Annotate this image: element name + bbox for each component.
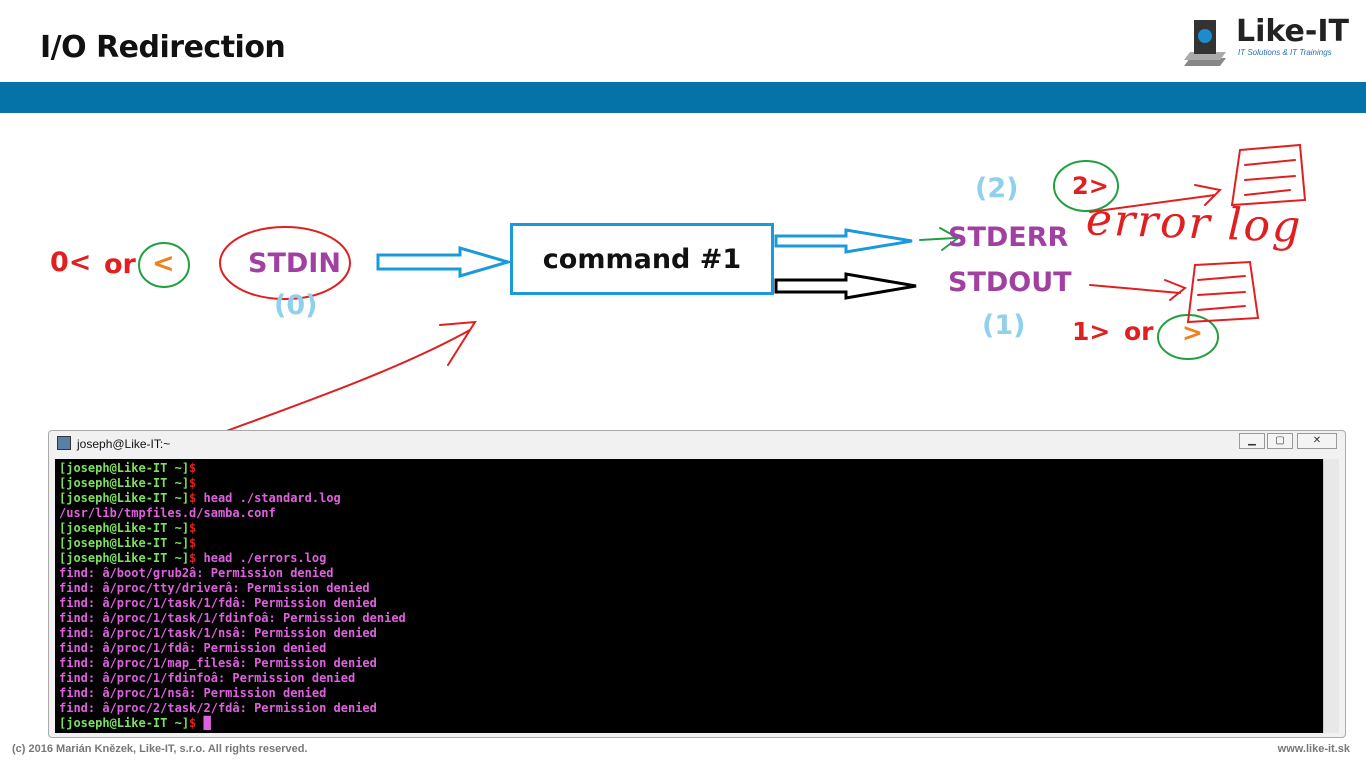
line-text: find: â/proc/1/fdinfoâ: Permission denie… — [59, 671, 356, 685]
line-text: find: â/boot/grub2â: Permission denied — [59, 566, 334, 580]
terminal-screen[interactable]: [joseph@Like-IT ~]$[joseph@Like-IT ~]$[j… — [55, 459, 1323, 733]
line-text: find: â/proc/1/task/1/fdâ: Permission de… — [59, 596, 377, 610]
prompt: [joseph@Like-IT ~] — [59, 491, 190, 505]
terminal-line: [joseph@Like-IT ~]$ — [59, 461, 1319, 476]
line-text: find: â/proc/tty/driverâ: Permission den… — [59, 581, 370, 595]
stdout-fd-label: (1) — [982, 310, 1026, 341]
prompt: [joseph@Like-IT ~] — [59, 476, 190, 490]
putty-icon — [57, 436, 71, 450]
command-box: command #1 — [510, 223, 774, 295]
gt-label: > — [1182, 318, 1203, 347]
minimize-button[interactable]: ▁ — [1239, 433, 1265, 449]
prompt: [joseph@Like-IT ~] — [59, 551, 190, 565]
line-text: head ./errors.log — [196, 551, 327, 565]
terminal-line: find: â/proc/1/task/1/fdinfoâ: Permissio… — [59, 611, 1319, 626]
terminal-line: [joseph@Like-IT ~]$ █ — [59, 716, 1319, 731]
terminal-pointer-arrow — [226, 320, 477, 430]
close-button[interactable]: ✕ — [1297, 433, 1337, 449]
line-text: find: â/proc/1/task/1/fdinfoâ: Permissio… — [59, 611, 406, 625]
line-text: find: â/proc/1/nsâ: Permission denied — [59, 686, 327, 700]
handwritten-error-log: error log — [1085, 194, 1304, 253]
prompt: [joseph@Like-IT ~] — [59, 536, 190, 550]
footer-copyright: (c) 2016 Marián Knězek, Like-IT, s.r.o. … — [12, 743, 308, 755]
terminal-line: find: â/boot/grub2â: Permission denied — [59, 566, 1319, 581]
annotations — [138, 143, 1307, 430]
or-label: or — [104, 249, 136, 280]
prompt: [joseph@Like-IT ~] — [59, 461, 190, 475]
terminal-line: [joseph@Like-IT ~]$ — [59, 536, 1319, 551]
line-text: find: â/proc/2/task/2/fdâ: Permission de… — [59, 701, 377, 715]
terminal-line: [joseph@Like-IT ~]$ head ./standard.log — [59, 491, 1319, 506]
lt-label: < — [152, 248, 175, 279]
maximize-button[interactable]: ▢ — [1267, 433, 1293, 449]
stdout-redirect-label: 1> — [1072, 317, 1111, 346]
stderr-label: STDERR — [948, 222, 1069, 253]
logo-icon — [1184, 20, 1226, 66]
terminal-line: find: â/proc/2/task/2/fdâ: Permission de… — [59, 701, 1319, 716]
terminal-line: find: â/proc/tty/driverâ: Permission den… — [59, 581, 1319, 596]
stderr-arrow — [774, 228, 913, 254]
line-text: █ — [196, 716, 211, 730]
terminal-line: find: â/proc/1/task/1/fdâ: Permission de… — [59, 596, 1319, 611]
stderr-redirect-label: 2> — [1072, 172, 1109, 200]
stdin-arrow — [376, 246, 514, 278]
terminal-line: [joseph@Like-IT ~]$ — [59, 521, 1319, 536]
lt-circle — [138, 242, 190, 288]
prompt: [joseph@Like-IT ~] — [59, 716, 190, 730]
terminal-line: find: â/proc/1/task/1/nsâ: Permission de… — [59, 626, 1319, 641]
prompt-dollar: $ — [189, 461, 197, 475]
stdout-arrow — [774, 272, 917, 300]
line-text: find: â/proc/1/map_filesâ: Permission de… — [59, 656, 377, 670]
2gt-circle — [1053, 160, 1119, 212]
prompt-dollar: $ — [189, 551, 197, 565]
file-icon — [1230, 143, 1307, 207]
terminal-line: [joseph@Like-IT ~]$ — [59, 476, 1319, 491]
stderr-fd-label: (2) — [975, 173, 1019, 204]
line-text: find: â/proc/1/task/1/nsâ: Permission de… — [59, 626, 377, 640]
footer-url: www.like-it.sk — [1277, 743, 1350, 755]
prompt: [joseph@Like-IT ~] — [59, 521, 190, 535]
or-label: or — [1124, 317, 1154, 346]
stdout-file-arrow — [1089, 279, 1187, 301]
terminal-line: find: â/proc/1/fdâ: Permission denied — [59, 641, 1319, 656]
stdin-fd-label: (0) — [274, 290, 318, 321]
green-arrow — [919, 227, 960, 251]
stdin-circle — [219, 226, 351, 300]
prompt-dollar: $ — [189, 716, 197, 730]
terminal-title: joseph@Like-IT:~ — [77, 437, 171, 451]
line-text: /usr/lib/tmpfiles.d/samba.conf — [59, 506, 276, 520]
line-text: head ./standard.log — [196, 491, 341, 505]
scrollbar[interactable] — [1323, 459, 1339, 733]
terminal-line: find: â/proc/1/map_filesâ: Permission de… — [59, 656, 1319, 671]
slide-title: I/O Redirection — [40, 30, 286, 65]
file-icon — [1186, 260, 1260, 324]
terminal-line: find: â/proc/1/nsâ: Permission denied — [59, 686, 1319, 701]
terminal-line: [joseph@Like-IT ~]$ head ./errors.log — [59, 551, 1319, 566]
line-text: find: â/proc/1/fdâ: Permission denied — [59, 641, 327, 655]
prompt-dollar: $ — [189, 491, 197, 505]
stderr-file-arrow — [1089, 184, 1223, 213]
prompt-dollar: $ — [189, 476, 197, 490]
stdin-label: STDIN — [248, 248, 341, 279]
logo: Like-IT IT Solutions & IT Trainings — [1180, 14, 1360, 74]
header-band — [0, 82, 1366, 113]
stdout-label: STDOUT — [948, 267, 1072, 298]
prompt-dollar: $ — [189, 536, 197, 550]
terminal-line: /usr/lib/tmpfiles.d/samba.conf — [59, 506, 1319, 521]
terminal-line: find: â/proc/1/fdinfoâ: Permission denie… — [59, 671, 1319, 686]
terminal-window[interactable]: joseph@Like-IT:~ ▁ ▢ ✕ [joseph@Like-IT ~… — [48, 430, 1346, 738]
prompt-dollar: $ — [189, 521, 197, 535]
stdin-redirect-label: 0< — [50, 247, 92, 278]
